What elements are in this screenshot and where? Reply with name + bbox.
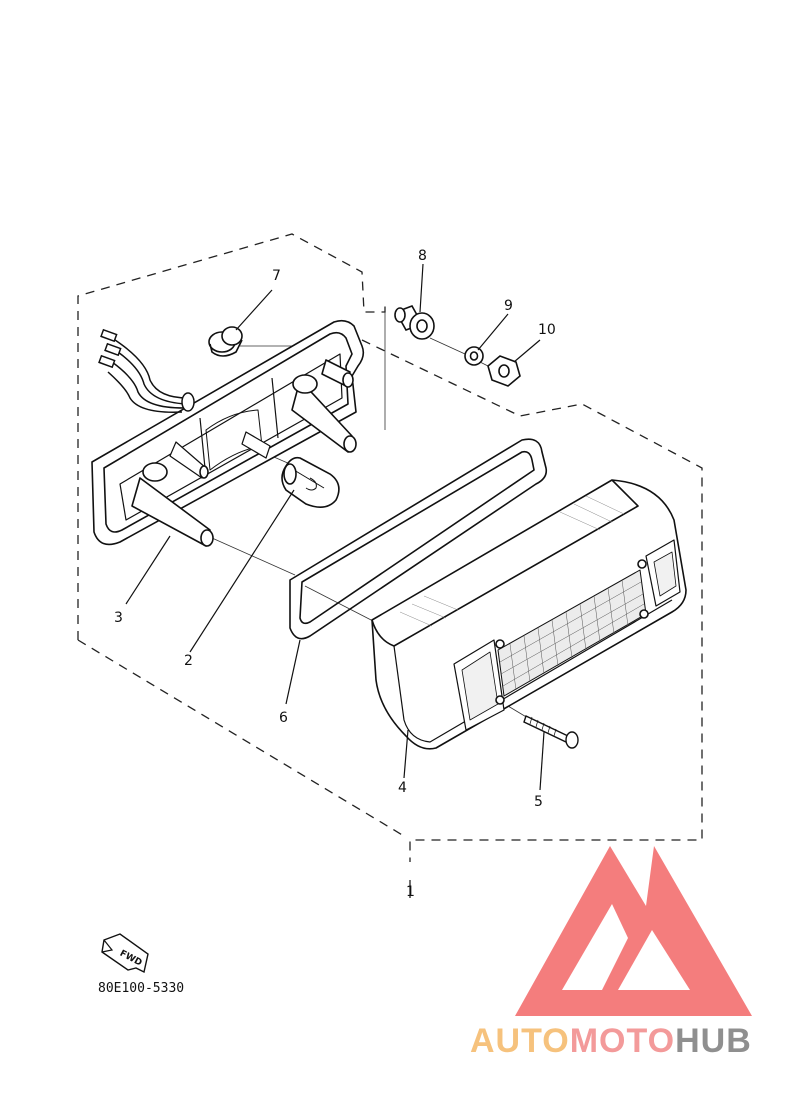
screw-5 [523, 715, 579, 749]
watermark-hub: HUB [675, 1022, 752, 1060]
watermark-moto: MOTO [570, 1022, 675, 1060]
callout-10: 10 [538, 322, 556, 338]
washer-9 [464, 346, 484, 366]
watermark-brand-text: AUTOMOTOHUB [470, 1022, 752, 1060]
callout-7: 7 [272, 268, 281, 284]
callout-4: 4 [398, 780, 407, 796]
callout-5: 5 [534, 794, 543, 810]
lamp-base-housing [91, 319, 365, 547]
grommet-7 [208, 326, 243, 357]
collar-8 [394, 305, 435, 340]
watermark-logo-icon [515, 846, 752, 1016]
callout-leaders [125, 263, 545, 791]
callout-3: 3 [114, 610, 123, 626]
bulb-2 [281, 456, 340, 508]
nut-10 [487, 355, 521, 387]
lens-4 [371, 479, 687, 750]
callout-2: 2 [184, 653, 193, 669]
gasket-6 [289, 438, 548, 640]
wire-harness [98, 328, 195, 413]
callout-9: 9 [504, 298, 513, 314]
fwd-arrow-icon: FWD [101, 933, 149, 974]
callout-6: 6 [279, 710, 288, 726]
drawing-code: 80E100-5330 [98, 981, 184, 996]
watermark-auto: AUTO [470, 1022, 570, 1060]
callout-8: 8 [418, 248, 427, 264]
callout-1: 1 [406, 884, 415, 900]
